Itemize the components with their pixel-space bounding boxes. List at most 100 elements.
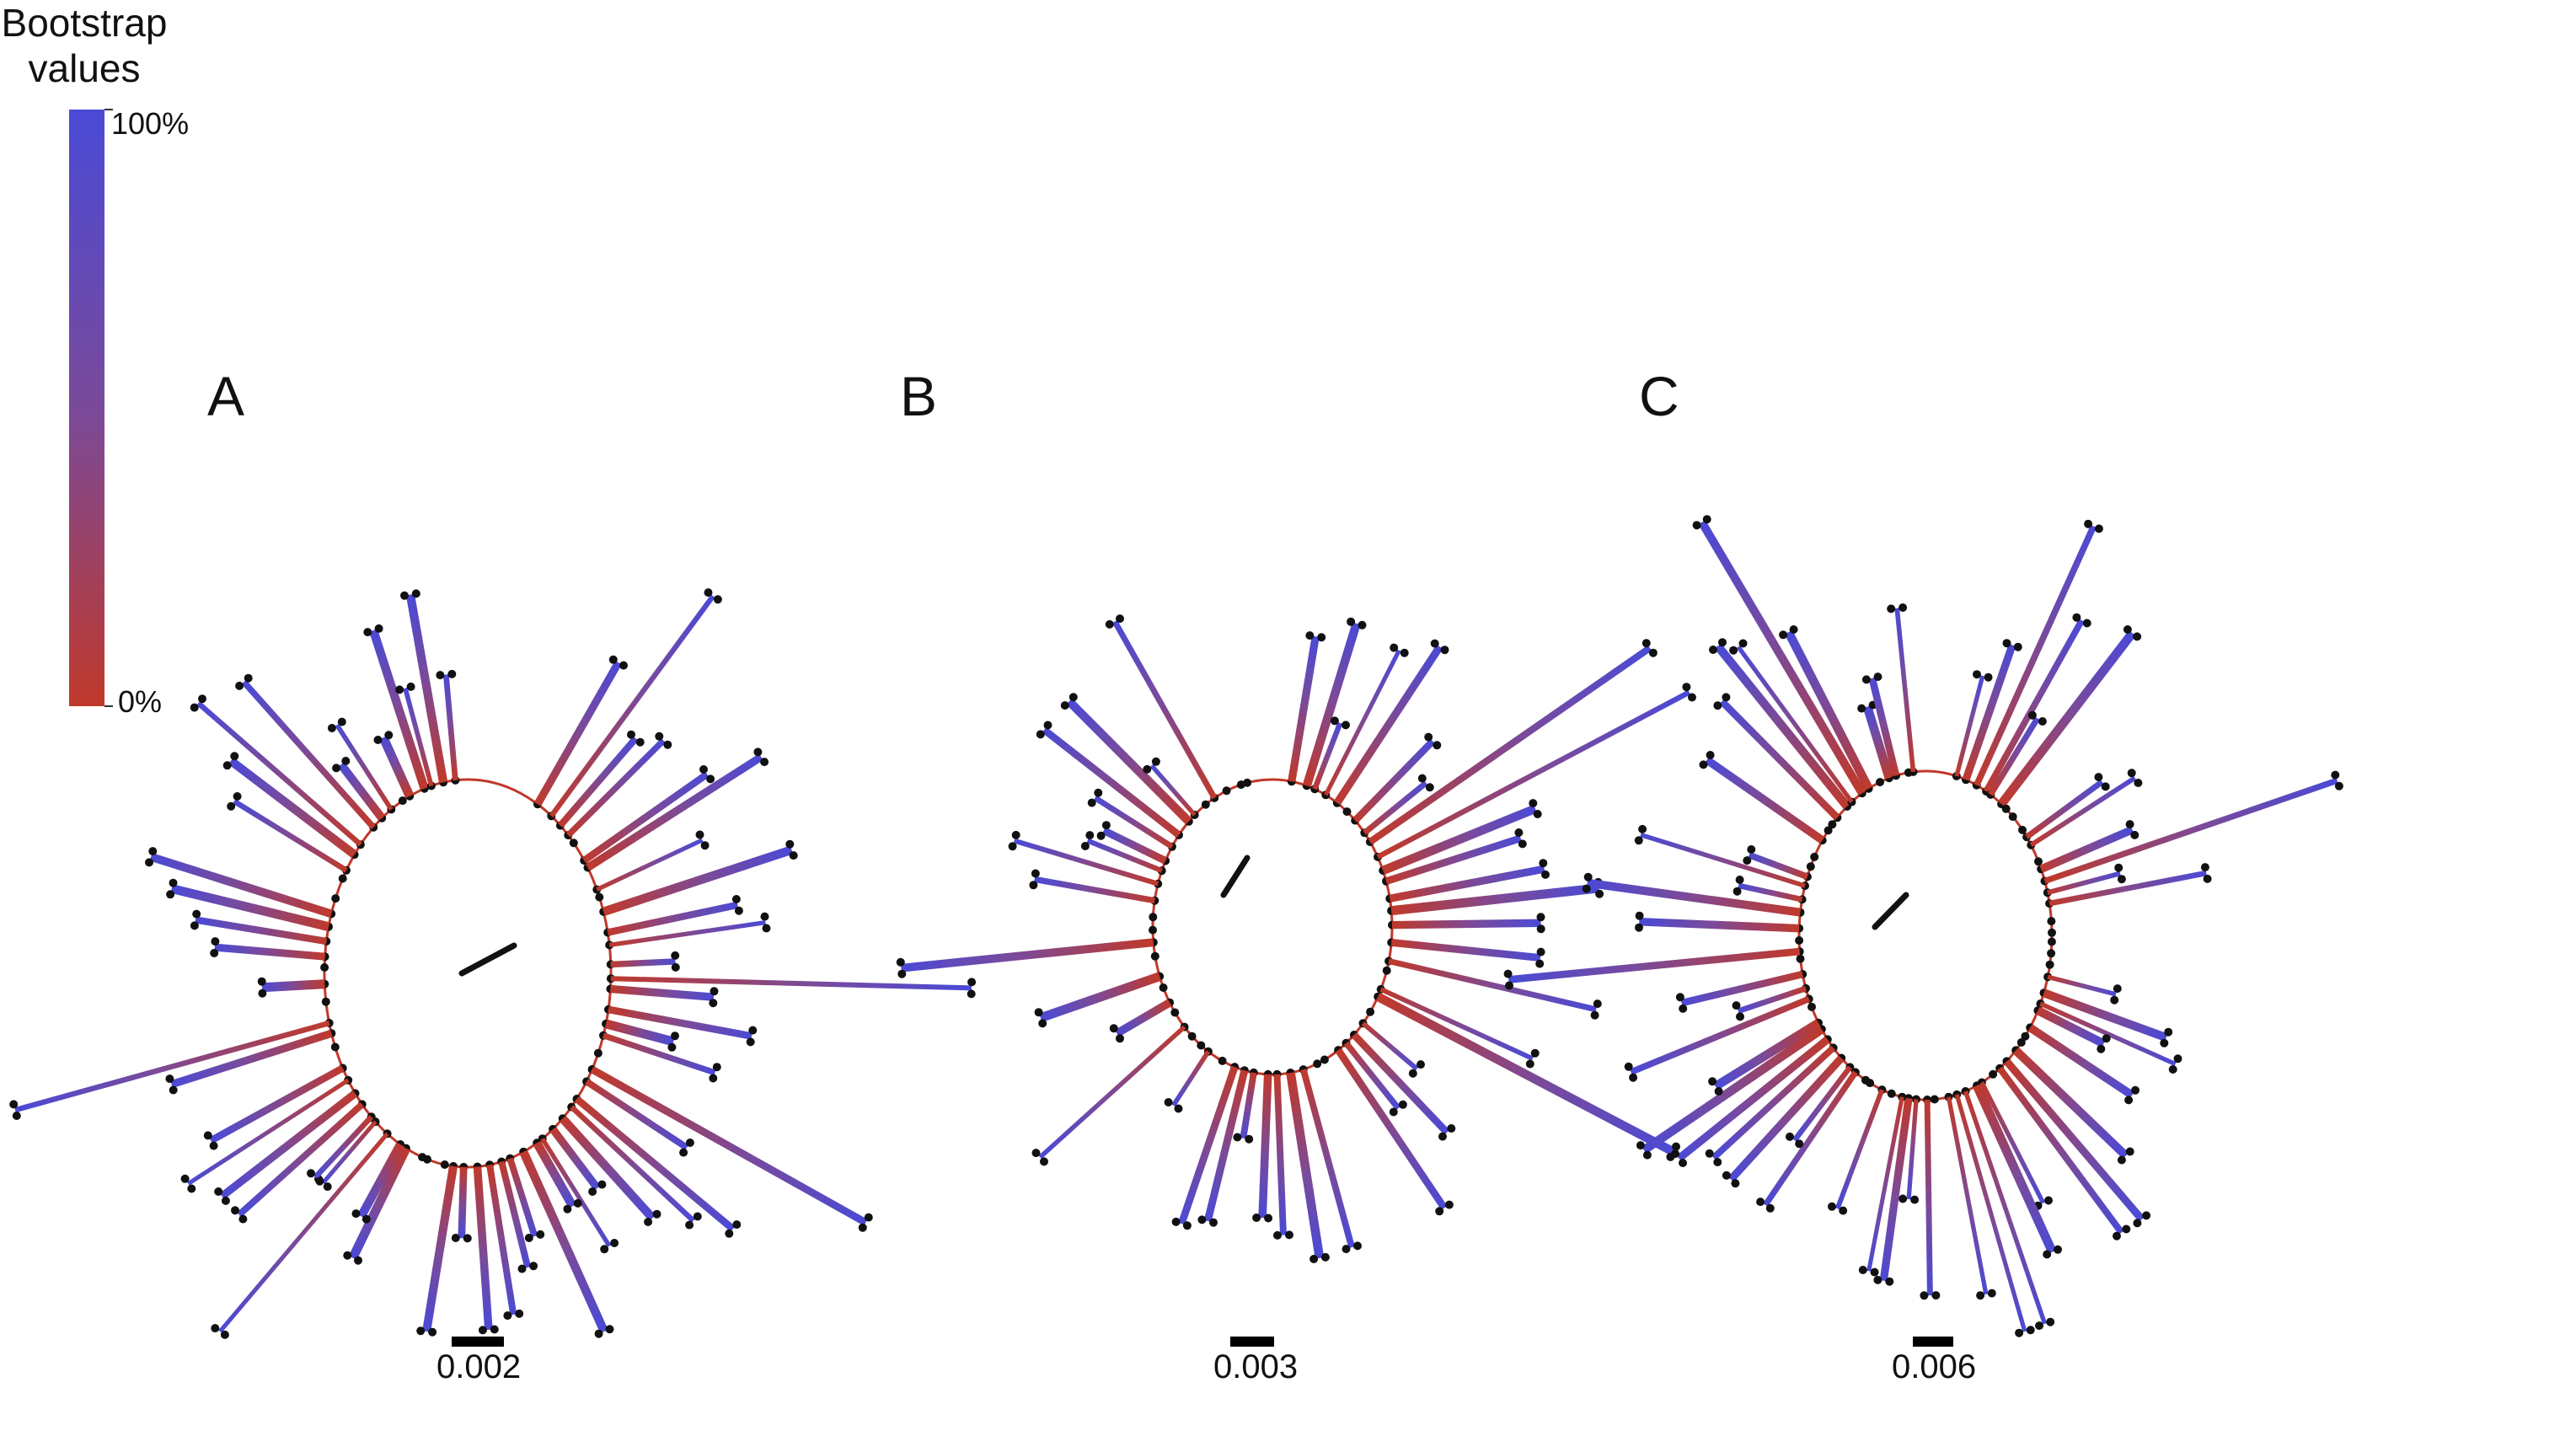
tip-dot bbox=[597, 1180, 607, 1189]
branch bbox=[2047, 871, 2121, 896]
tip-dot bbox=[451, 1234, 460, 1242]
tip-dot bbox=[1713, 701, 1722, 710]
branch bbox=[1203, 1069, 1249, 1223]
branch bbox=[2029, 775, 2137, 848]
branch bbox=[187, 1078, 350, 1186]
tip-dot bbox=[1699, 760, 1708, 769]
tip-dot bbox=[233, 792, 242, 801]
tip-dot bbox=[1529, 799, 1538, 808]
tip-dot bbox=[1347, 617, 1356, 626]
node-dot bbox=[2034, 857, 2043, 866]
node-dot bbox=[2016, 1038, 2026, 1047]
branch bbox=[1363, 780, 1428, 835]
branch bbox=[1240, 1072, 1257, 1139]
branch bbox=[1101, 827, 1168, 865]
node-dot bbox=[1824, 826, 1833, 835]
tip-dot bbox=[864, 1213, 873, 1222]
branch bbox=[486, 1164, 517, 1315]
tip-dot bbox=[1642, 1150, 1652, 1160]
branch bbox=[1508, 947, 1801, 983]
node-dot bbox=[1382, 966, 1391, 975]
node-dot bbox=[2048, 928, 2056, 937]
tip-dot bbox=[2043, 1250, 2052, 1259]
tip-dot bbox=[1779, 630, 1788, 640]
tip-dot bbox=[1182, 1221, 1192, 1230]
tip-dot bbox=[1583, 872, 1593, 881]
tip-dot bbox=[1733, 887, 1742, 896]
branch bbox=[1368, 645, 1652, 845]
tip-dot bbox=[967, 978, 977, 987]
branch bbox=[149, 853, 333, 919]
node-dot bbox=[2047, 917, 2056, 926]
tip-dot bbox=[1264, 1214, 1273, 1223]
tip-dot bbox=[1786, 1132, 1794, 1141]
tip-dot bbox=[1433, 741, 1442, 750]
tip-dot bbox=[1595, 889, 1604, 898]
branch bbox=[608, 919, 766, 948]
branch bbox=[1894, 608, 1916, 773]
tip-dot bbox=[361, 1214, 371, 1224]
tip-dot bbox=[2094, 773, 2103, 782]
branch bbox=[1879, 1097, 1913, 1282]
branch bbox=[228, 757, 357, 859]
tip-dot bbox=[2173, 1054, 2182, 1064]
tip-dot bbox=[1593, 999, 1602, 1009]
branch bbox=[1962, 643, 2016, 781]
branch bbox=[1639, 917, 1800, 933]
node-dot bbox=[1159, 983, 1168, 992]
tip-dot bbox=[436, 671, 445, 680]
tip-dot bbox=[1171, 1217, 1181, 1226]
branch bbox=[1178, 1065, 1239, 1225]
tip-dot bbox=[785, 839, 795, 849]
branch bbox=[1640, 832, 1806, 888]
node-dot bbox=[1861, 1075, 1870, 1085]
tip-dot bbox=[1732, 1001, 1741, 1010]
tip-dot bbox=[1029, 881, 1038, 890]
tip-dot bbox=[428, 1327, 437, 1337]
tip-dot bbox=[1713, 1158, 1722, 1166]
tip-dot bbox=[463, 1234, 472, 1243]
tip-dot bbox=[627, 730, 635, 739]
tip-dot bbox=[671, 962, 680, 972]
branch bbox=[1738, 882, 1803, 903]
tip-dot bbox=[2125, 820, 2134, 829]
node-dot bbox=[2047, 949, 2056, 958]
node-dot bbox=[1243, 778, 1252, 787]
tip-dot bbox=[1885, 1277, 1894, 1286]
tip-dot bbox=[1390, 643, 1399, 652]
branch bbox=[209, 1064, 345, 1144]
tip-dot bbox=[967, 989, 976, 999]
tip-dot bbox=[1692, 521, 1701, 530]
branch bbox=[1390, 938, 1541, 962]
tip-dot bbox=[1887, 604, 1896, 613]
tip-dot bbox=[1444, 1200, 1454, 1209]
tip-dot bbox=[1635, 923, 1643, 932]
tip-dot bbox=[2082, 619, 2091, 628]
tip-dot bbox=[1330, 716, 1339, 726]
tip-dot bbox=[1709, 646, 1717, 654]
legend-max-label: 100% bbox=[111, 106, 190, 141]
branch bbox=[369, 629, 429, 790]
tip-dot bbox=[746, 1037, 755, 1047]
branch bbox=[2003, 1058, 2145, 1222]
node-dot bbox=[1807, 1002, 1816, 1011]
tip-dot bbox=[1702, 515, 1711, 524]
node-dot bbox=[1930, 1095, 1939, 1104]
tip-dot bbox=[1624, 1062, 1633, 1071]
branch bbox=[2025, 779, 2104, 840]
tip-dot bbox=[2015, 1328, 2024, 1337]
tip-dot bbox=[1718, 638, 1727, 647]
tip-dot bbox=[1031, 869, 1040, 878]
branch bbox=[2039, 1001, 2177, 1067]
branch bbox=[1954, 1094, 2027, 1332]
tip-dot bbox=[1629, 1073, 1638, 1082]
tip-dot bbox=[1435, 1207, 1444, 1216]
node-dot bbox=[1342, 807, 1352, 817]
tip-dot bbox=[323, 1182, 332, 1192]
tip-dot bbox=[1635, 911, 1644, 920]
branch bbox=[1299, 1069, 1355, 1249]
branch bbox=[540, 1137, 612, 1248]
tip-dot bbox=[671, 951, 680, 960]
node-dot bbox=[2045, 960, 2054, 969]
branch bbox=[1111, 619, 1218, 800]
